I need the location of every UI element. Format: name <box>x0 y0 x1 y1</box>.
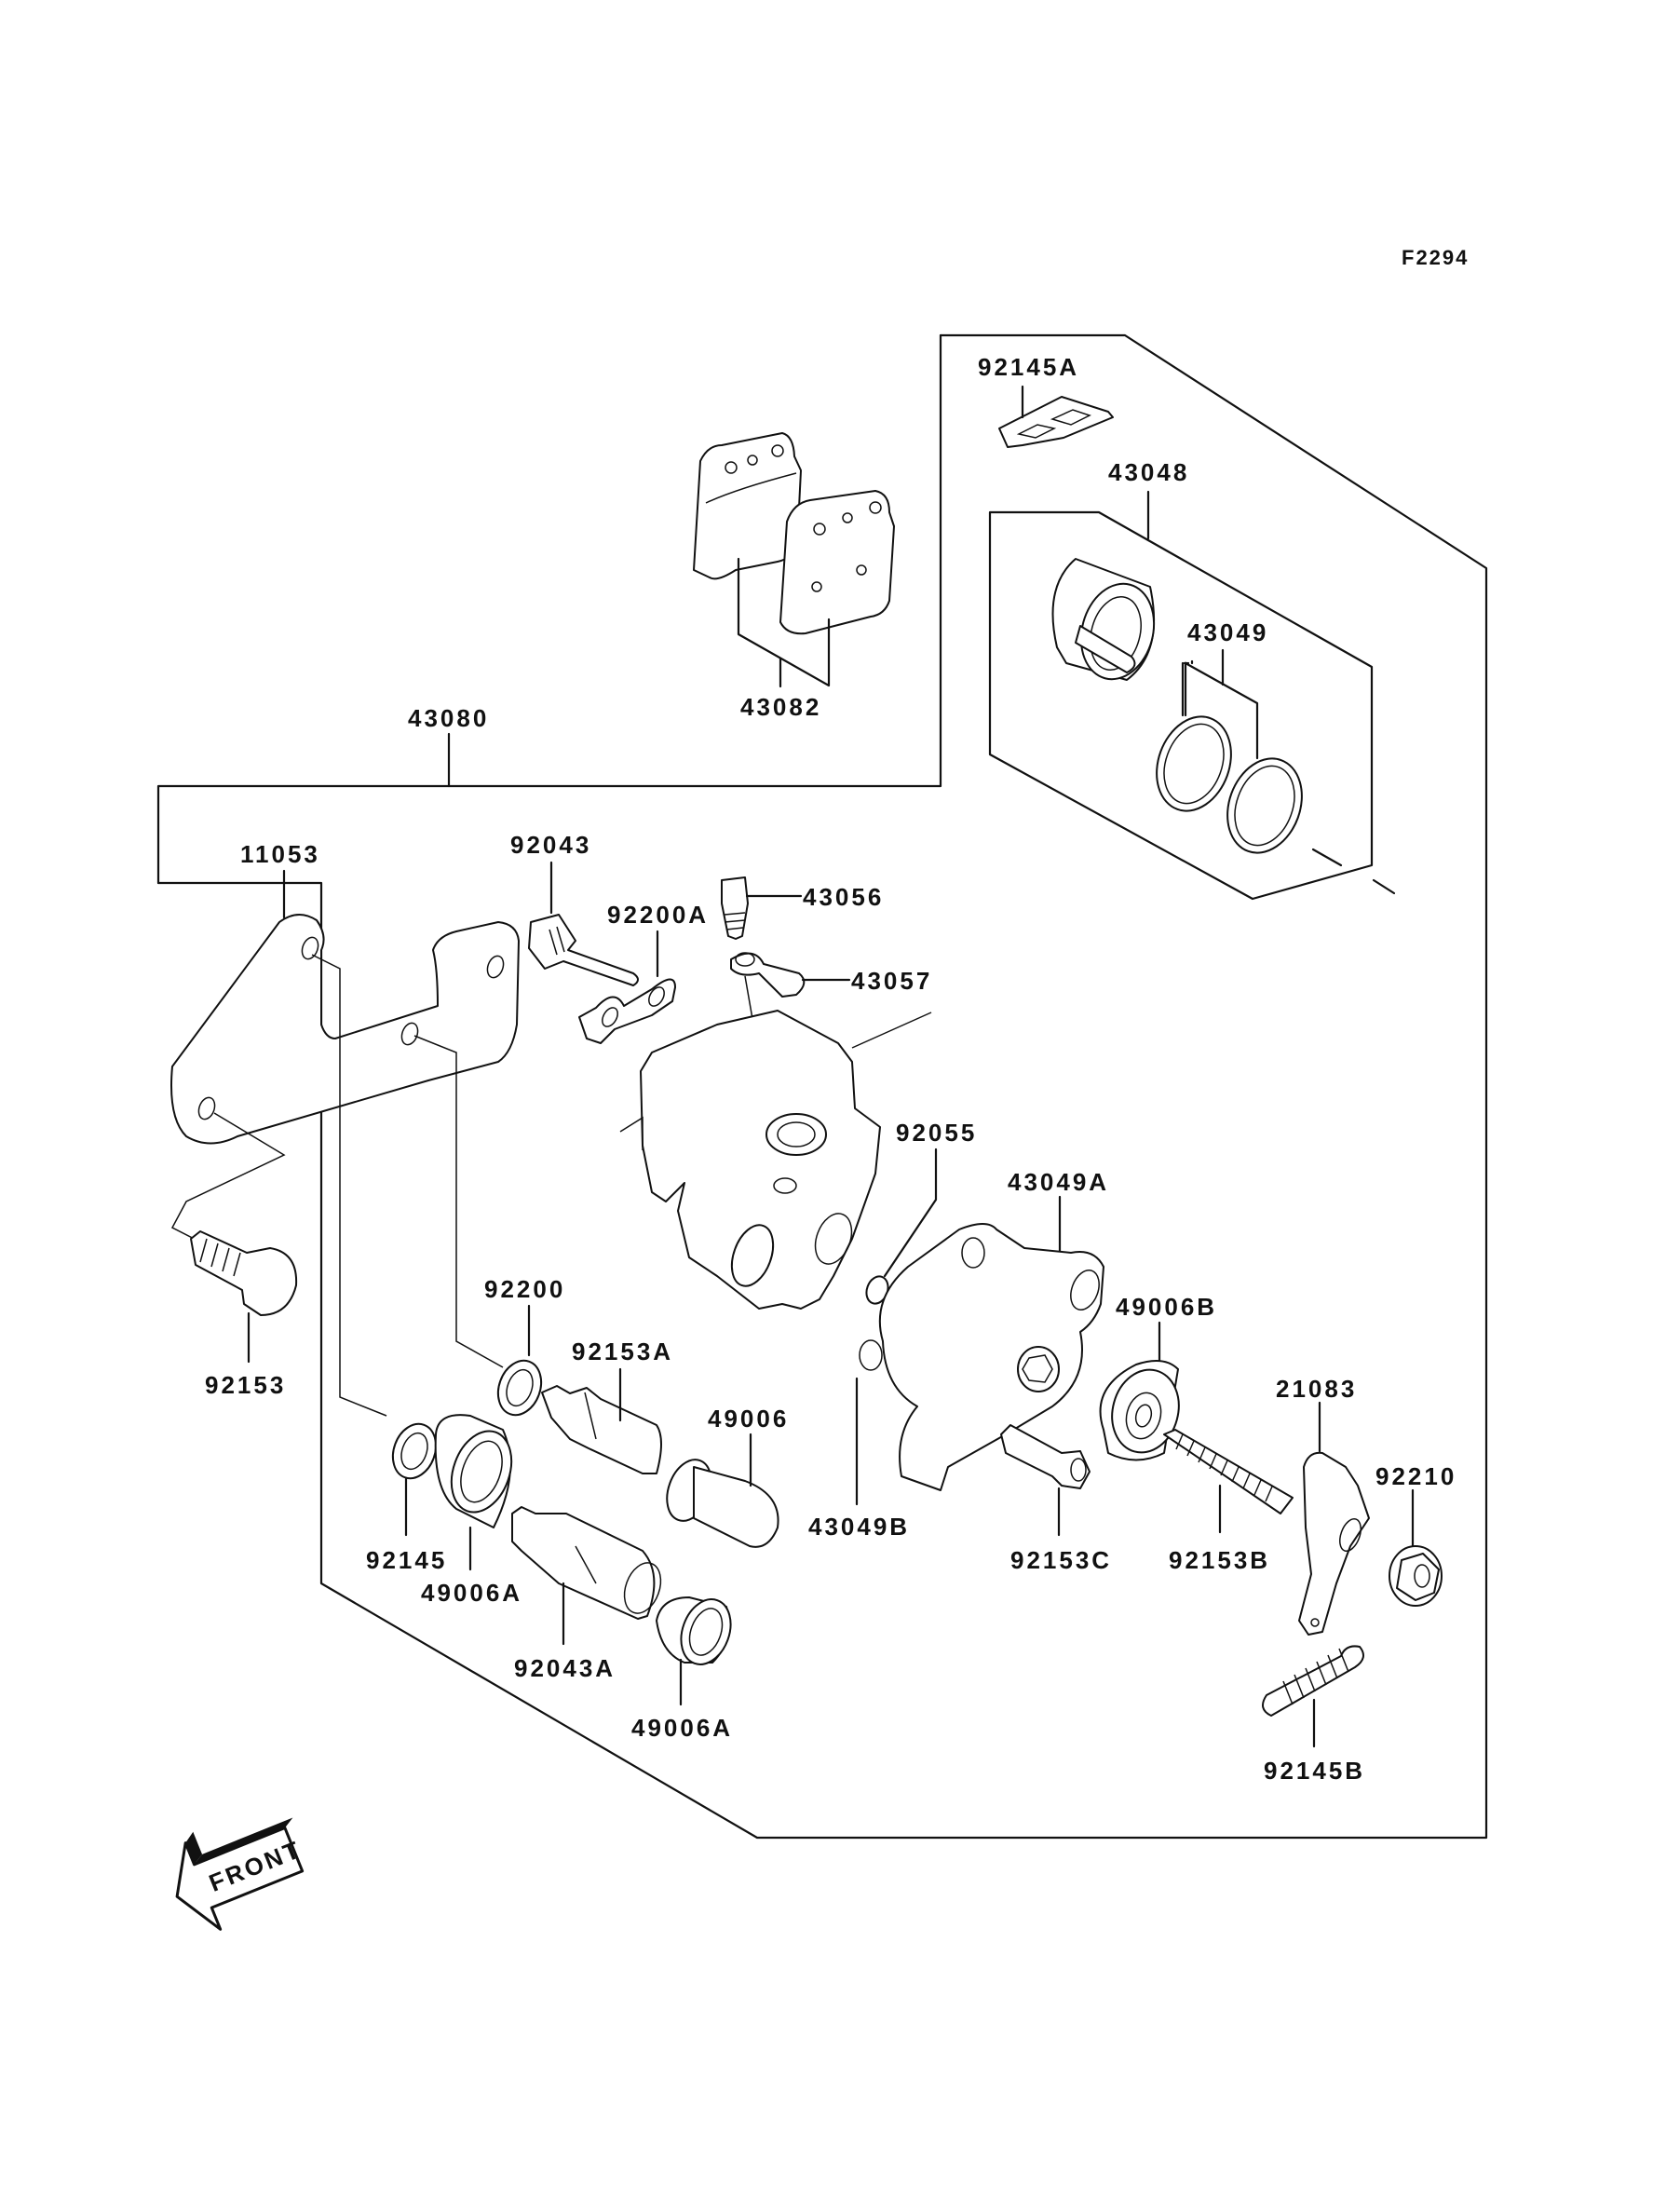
label-11053: 11053 <box>240 840 320 868</box>
label-92200: 92200 <box>484 1275 565 1303</box>
part-11053-bracket <box>170 869 520 1417</box>
label-21083: 21083 <box>1276 1375 1357 1403</box>
label-49006A-lower: 49006A <box>631 1714 733 1742</box>
part-caliper-body <box>619 1010 932 1310</box>
part-92145A-clip <box>998 385 1114 448</box>
label-92043A: 92043A <box>514 1654 616 1682</box>
label-49006: 49006 <box>708 1405 789 1433</box>
part-92043A-sleeve-pin <box>511 1506 662 1646</box>
label-92210: 92210 <box>1375 1462 1456 1490</box>
part-92200-washer <box>496 1304 543 1417</box>
label-92153B: 92153B <box>1169 1546 1270 1574</box>
label-92145A: 92145A <box>978 353 1079 381</box>
part-43082-brake-pads <box>693 432 895 688</box>
part-92153-bolt <box>190 1230 298 1364</box>
label-43049: 43049 <box>1187 618 1268 646</box>
part-92153B-adjuster-screw <box>1163 1429 1294 1534</box>
part-49006-boot <box>666 1433 779 1548</box>
part-43049-seals <box>1156 648 1303 854</box>
part-92153A-pin-bolt <box>541 1367 662 1474</box>
diagram-reference-code: F2294 <box>1402 246 1469 269</box>
part-92043-pin <box>528 861 639 986</box>
label-92145B: 92145B <box>1264 1757 1365 1785</box>
part-49006A-boot-lower <box>656 1596 732 1706</box>
part-43048-piston <box>1051 490 1156 681</box>
label-43048: 43048 <box>1108 458 1189 486</box>
label-49006A-upper: 49006A <box>421 1579 522 1607</box>
part-92200A-plate <box>578 930 676 1044</box>
label-49006B: 49006B <box>1116 1293 1217 1321</box>
label-43049B: 43049B <box>808 1513 910 1541</box>
label-43080: 43080 <box>408 704 489 732</box>
front-direction-arrow: FRONT <box>175 1817 305 1931</box>
label-43082: 43082 <box>740 693 821 721</box>
part-92210-nut <box>1389 1488 1443 1607</box>
part-92145-washer <box>391 1422 438 1537</box>
label-43057: 43057 <box>851 967 932 995</box>
label-92055: 92055 <box>896 1119 977 1147</box>
label-43056: 43056 <box>803 883 884 911</box>
part-92153C-bolt <box>1000 1424 1091 1537</box>
part-21083-lever <box>1298 1401 1370 1636</box>
part-92145B-spring <box>1262 1645 1364 1748</box>
label-92200A: 92200A <box>607 901 709 929</box>
part-43049A-actuator-housing <box>855 1195 1104 1506</box>
part-92055-o-ring <box>865 1148 938 1305</box>
label-92043: 92043 <box>510 831 591 859</box>
part-49006A-boot-upper <box>434 1414 513 1571</box>
label-92153A: 92153A <box>572 1338 673 1365</box>
label-92153C: 92153C <box>1010 1546 1112 1574</box>
part-49006B-roller <box>1099 1321 1180 1461</box>
label-92145: 92145 <box>366 1546 447 1574</box>
part-43056-bleeder-valve <box>721 876 803 940</box>
label-92153: 92153 <box>205 1371 286 1399</box>
label-43049A: 43049A <box>1008 1168 1109 1196</box>
